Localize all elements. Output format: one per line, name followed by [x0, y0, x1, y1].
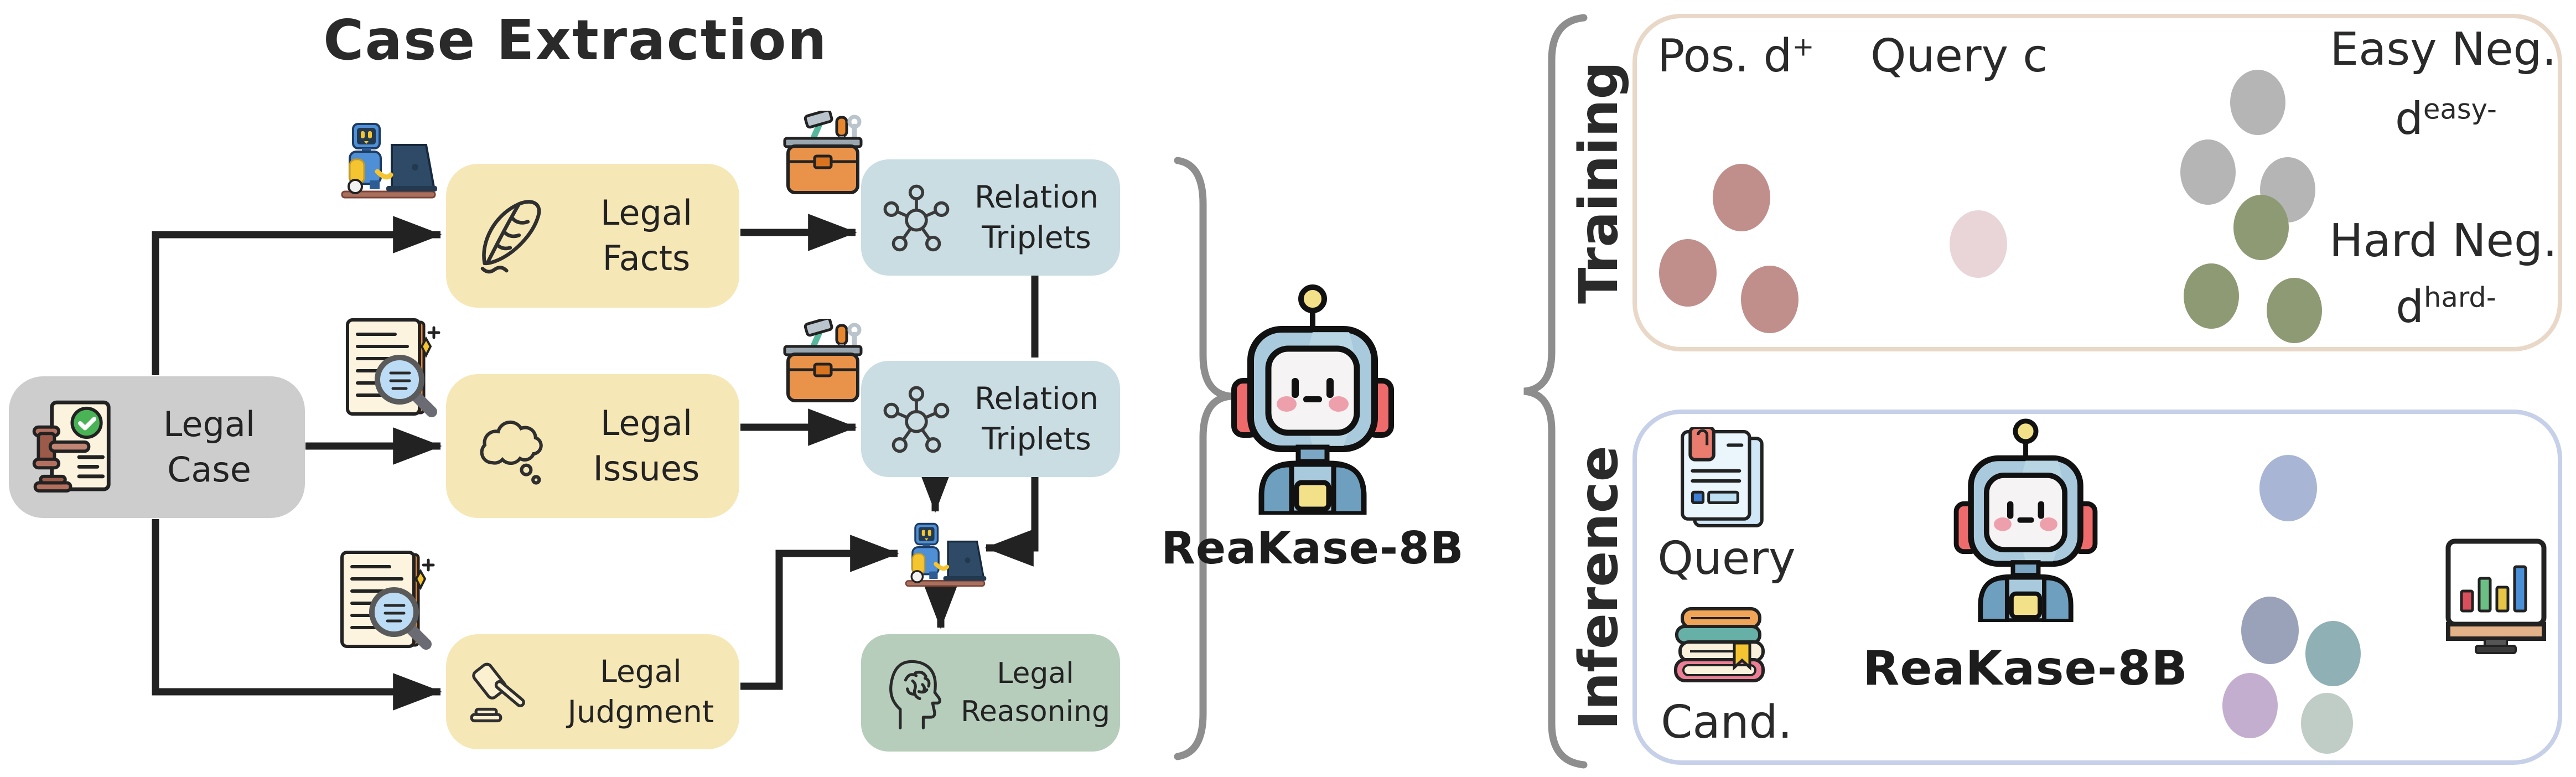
legal-facts-label: Legal Facts: [563, 190, 729, 281]
arrow-case-to-facts: [152, 216, 442, 375]
hard-neg-formula-sup: hard-: [2424, 281, 2496, 314]
toolbox-icon: [781, 319, 864, 407]
bar-chart-monitor-icon: [2445, 538, 2547, 656]
arrow-triplets1-to-fusion: [984, 477, 1039, 567]
legal-facts-line2: Facts: [602, 238, 691, 278]
hard-negative-dot: [2233, 195, 2289, 260]
ranked-dot-teal: [2305, 621, 2361, 686]
legal-issues-box: Legal Issues: [446, 374, 739, 518]
legal-judgment-line1: Legal: [600, 654, 682, 690]
inference-cand-label: Cand.: [1661, 696, 1792, 749]
ranked-dot-sage: [2301, 693, 2353, 754]
easy-neg-formula-base: d: [2395, 93, 2423, 144]
positive-dot: [1659, 239, 1717, 307]
inference-model-label: ReaKase-8B: [1863, 641, 2188, 696]
feather-quill-icon: [465, 191, 553, 280]
easy-negative-dot: [2180, 139, 2236, 205]
arrow-judgment-to-fusion: [740, 535, 899, 690]
fusion-robot-laptop-icon: [903, 516, 987, 591]
relation-triplets-label-2: Relation Triplets: [963, 379, 1110, 459]
relation-triplets-box-1: Relation Triplets: [861, 159, 1120, 276]
legal-reasoning-box: Legal Reasoning: [861, 634, 1120, 752]
legal-facts-box: Legal Facts: [446, 164, 739, 308]
easy-negative-dot: [2230, 70, 2285, 135]
hard-negative-dot: [2184, 263, 2239, 329]
brace-extraction: [1174, 157, 1231, 760]
hard-neg-label: Hard Neg.: [2329, 215, 2558, 267]
training-section-label: Training: [1568, 61, 1630, 304]
query-c-label: Query c: [1870, 30, 2048, 82]
relation-triplets-box-2: Relation Triplets: [861, 361, 1120, 477]
inference-query-label: Query: [1657, 532, 1796, 585]
hard-neg-formula-base: d: [2396, 281, 2424, 333]
legal-reasoning-line2: Reasoning: [961, 695, 1110, 728]
legal-facts-line1: Legal: [600, 193, 693, 234]
legal-issues-line1: Legal: [600, 403, 693, 444]
relation-triplets-label-1: Relation Triplets: [963, 177, 1110, 257]
positive-dot: [1741, 266, 1798, 333]
relation-triplets1-line2: Triplets: [982, 220, 1091, 255]
document-magnifier-icon: [342, 315, 442, 423]
legal-case-line2: Case: [167, 449, 251, 490]
easy-neg-formula-sup: easy-: [2423, 93, 2497, 126]
gavel-icon: [465, 655, 542, 728]
legal-case-gavel-icon: [28, 399, 113, 496]
brace-training-inference: [1523, 14, 1588, 769]
legal-reasoning-line1: Legal: [997, 657, 1074, 691]
model-name-label: ReaKase-8B: [1161, 522, 1464, 574]
toolbox-icon: [781, 111, 864, 199]
ranked-dot-top: [2259, 455, 2317, 521]
relation-triplets1-line1: Relation: [975, 179, 1098, 215]
hard-negative-dot: [2267, 278, 2322, 343]
legal-issues-label: Legal Issues: [563, 401, 729, 491]
books-stack-icon: [1672, 601, 1772, 695]
legal-case-label: Legal Case: [123, 402, 295, 493]
network-graph-icon: [880, 181, 953, 254]
diagram-title: Case Extraction: [323, 8, 828, 72]
network-graph-icon: [880, 382, 953, 455]
query-dot: [1950, 210, 2007, 278]
relation-triplets2-line2: Triplets: [982, 421, 1091, 457]
easy-neg-formula: deasy-: [2335, 93, 2557, 144]
legal-reasoning-label: Legal Reasoning: [961, 655, 1110, 731]
ranked-dot-lavender: [2222, 673, 2278, 738]
cute-robot-icon: [1952, 412, 2099, 624]
document-magnifier-icon: [336, 548, 436, 655]
thought-cloud-icon: [465, 405, 553, 488]
inference-section-label: Inference: [1568, 446, 1630, 730]
pos-label: Pos. d+: [1657, 30, 1814, 82]
legal-case-line1: Legal: [163, 404, 256, 445]
cute-robot-icon: [1230, 277, 1396, 517]
relation-triplets2-line1: Relation: [975, 381, 1098, 417]
legal-case-box: Legal Case: [9, 376, 305, 518]
legal-judgment-line2: Judgment: [567, 694, 714, 729]
positive-dot: [1713, 164, 1770, 231]
robot-laptop-icon: [339, 116, 438, 201]
arrow-case-to-judgment: [152, 519, 442, 711]
ranked-dot-grayblue: [2241, 597, 2299, 664]
hard-neg-formula: dhard-: [2335, 281, 2557, 333]
legal-issues-line2: Issues: [593, 448, 700, 489]
pos-label-base: Pos. d: [1657, 30, 1792, 82]
inference-panel: [1632, 410, 2562, 765]
easy-neg-label: Easy Neg.: [2330, 23, 2557, 76]
legal-judgment-box: Legal Judgment: [446, 634, 739, 749]
pos-label-sup: +: [1792, 32, 1815, 63]
brain-head-icon: [880, 654, 951, 732]
query-document-icon: [1677, 427, 1772, 533]
legal-judgment-label: Legal Judgment: [552, 651, 729, 732]
